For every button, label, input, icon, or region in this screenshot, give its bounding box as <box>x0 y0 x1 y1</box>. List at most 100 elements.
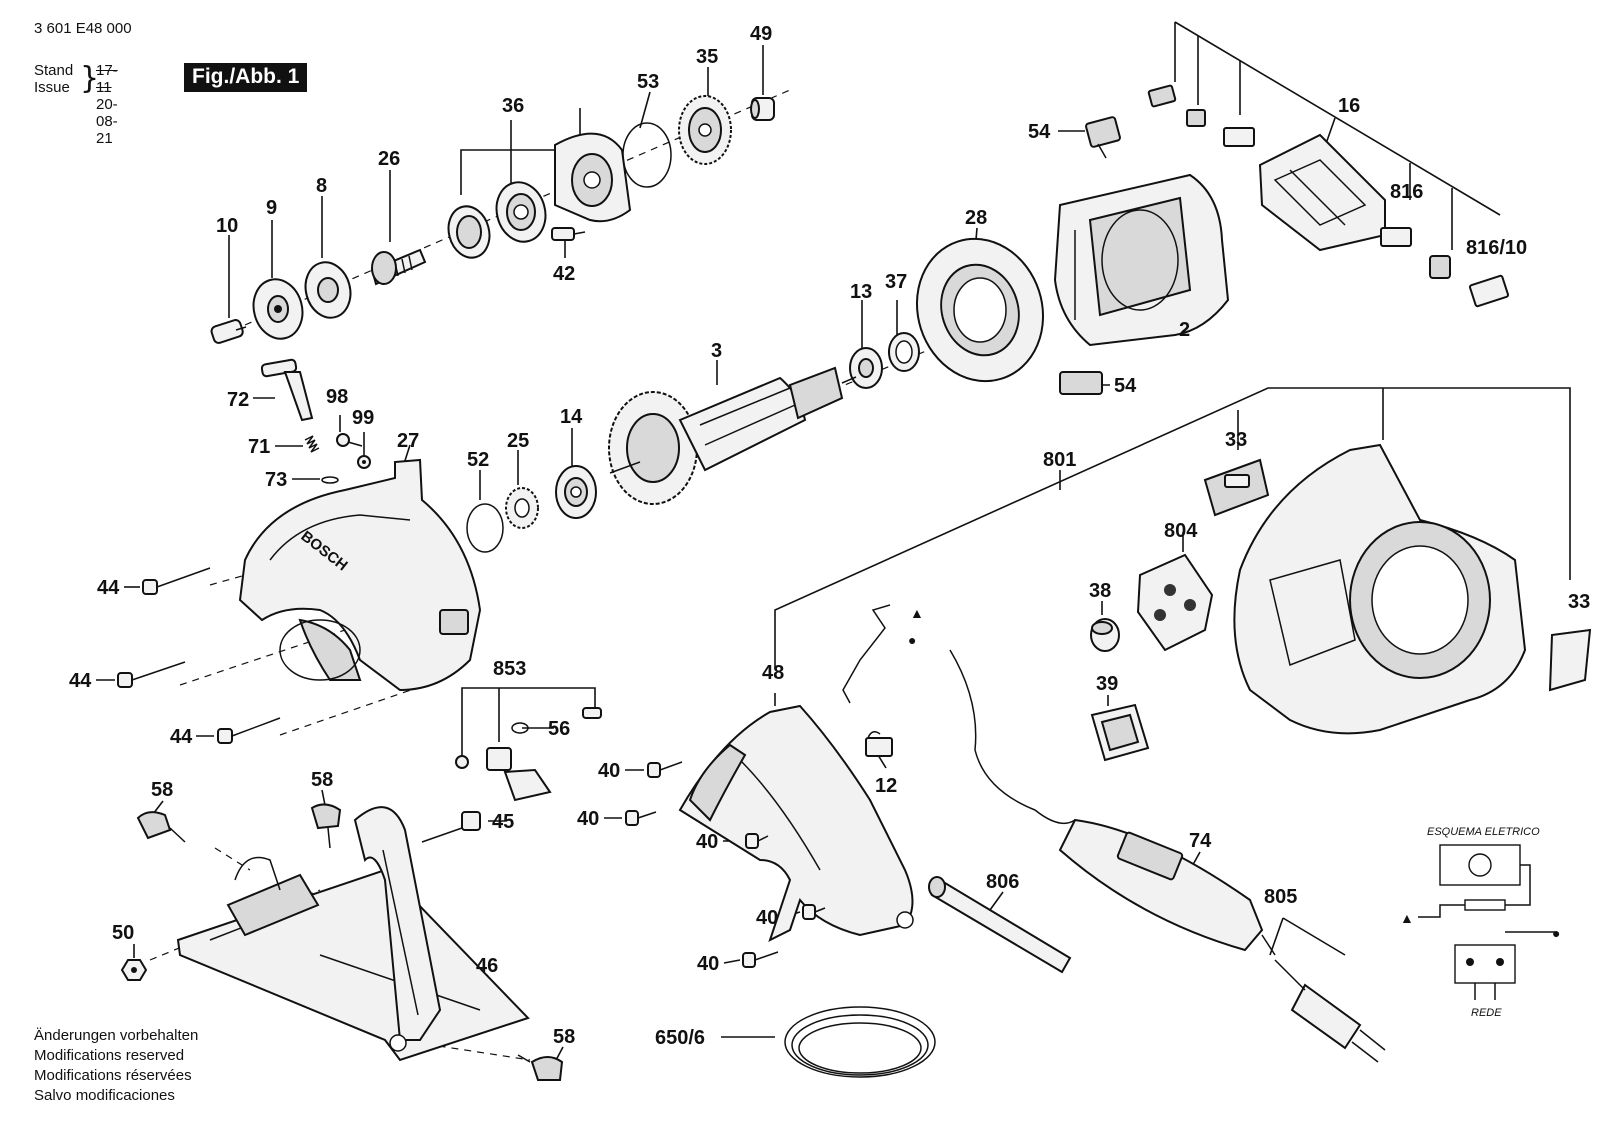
grommet-39-icon <box>1090 703 1150 762</box>
note-fr: Modifications réservées <box>34 1067 192 1084</box>
screw-40-icon <box>802 904 826 920</box>
callout-35: 35 <box>696 46 718 68</box>
depth-guide-arc-icon <box>353 806 442 1052</box>
bearing-36-icon <box>495 181 547 243</box>
modification-notes: Änderungen vorbehalten Modifications res… <box>34 1026 198 1106</box>
switch-cover-33-icon <box>1203 458 1270 517</box>
bushing-49-icon <box>750 97 775 121</box>
switch-clip-icon <box>1147 84 1255 147</box>
callout-49: 49 <box>750 23 772 45</box>
callout-10: 10 <box>216 215 238 237</box>
callout-38: 38 <box>1089 580 1111 602</box>
terminal-804-icon <box>1136 553 1214 652</box>
callout-805: 805 <box>1264 886 1297 908</box>
callout-56: 56 <box>548 718 570 740</box>
lock-pin-72-icon <box>260 358 314 422</box>
callout-8: 8 <box>316 175 327 197</box>
stand-label: Stand <box>34 62 74 79</box>
wire-spring-icon <box>842 604 891 704</box>
callout-816: 816 <box>1390 181 1423 203</box>
wiring-marker-triangle: ▲ <box>1400 910 1414 926</box>
brace-icon: } <box>80 61 100 96</box>
callout-58-middle: 58 <box>311 769 333 791</box>
thumb-screw-58-icon <box>310 803 342 849</box>
thumb-screw-58-icon <box>136 811 186 843</box>
callout-40-1: 40 <box>598 760 620 782</box>
spindle-26-icon <box>370 248 427 286</box>
needle-bearing-25-icon <box>505 487 539 529</box>
callout-2: 2 <box>1179 319 1190 341</box>
callout-44-middle: 44 <box>69 670 92 692</box>
spring-71-icon <box>304 435 320 453</box>
callout-74: 74 <box>1189 830 1212 852</box>
washer-56-icon <box>511 722 529 734</box>
callout-40-3: 40 <box>696 831 718 853</box>
callout-44-top: 44 <box>97 577 120 599</box>
callout-54-top: 54 <box>1028 121 1051 143</box>
brush-54-top-icon <box>1085 116 1121 159</box>
callout-48: 48 <box>762 662 784 684</box>
plug-805-icon <box>1274 959 1386 1063</box>
housing-801-icon <box>1233 443 1527 735</box>
callout-33-right: 33 <box>1568 591 1590 613</box>
flange-9-icon <box>252 278 304 340</box>
callout-16: 16 <box>1338 95 1360 117</box>
callout-9: 9 <box>266 197 277 219</box>
screw-10-icon <box>210 319 247 344</box>
callout-50: 50 <box>112 922 134 944</box>
cover-33-icon <box>1548 628 1592 692</box>
screw-40-icon <box>742 951 779 968</box>
callout-806: 806 <box>986 871 1019 893</box>
armature-3-icon <box>608 366 857 505</box>
callout-40-2: 40 <box>577 808 599 830</box>
callout-54-bottom: 54 <box>1114 375 1137 397</box>
bearing-seal-36-icon <box>447 205 491 259</box>
wiring-marker-dot: ● <box>1552 925 1560 941</box>
callout-98: 98 <box>326 386 348 408</box>
callout-27: 27 <box>397 430 419 452</box>
bolt-45-icon <box>421 811 481 843</box>
callout-40-5: 40 <box>697 953 719 975</box>
washer-99-icon <box>357 455 371 469</box>
capacitor-12-icon <box>865 731 893 757</box>
flange-8-icon <box>304 261 352 319</box>
air-guide-28-icon <box>915 237 1045 383</box>
gear-35-icon <box>678 95 732 165</box>
switch-816-10-icon <box>1429 255 1510 308</box>
callout-12: 12 <box>875 775 897 797</box>
figure-tag: Fig./Abb. 1 <box>184 63 308 92</box>
o-ring-53-icon <box>622 122 672 188</box>
callout-816-10: 816/10 <box>1466 237 1527 259</box>
wiring-title: ESQUEMA ELETRICO <box>1427 826 1540 838</box>
screw-42-icon <box>551 227 586 241</box>
callout-99: 99 <box>352 407 374 429</box>
cord-coil-650-6-icon <box>784 1006 936 1078</box>
screw-44-icon <box>142 567 211 595</box>
marker-dot: ● <box>908 632 916 648</box>
callout-853: 853 <box>493 658 526 680</box>
revision-block: Stand Issue } 17-11 20-08-21 <box>34 62 118 147</box>
callout-37: 37 <box>885 271 907 293</box>
screw-44-icon <box>217 717 281 744</box>
stand-old-date: 17-11 <box>96 62 118 96</box>
o-ring-52-icon <box>466 503 504 553</box>
sleeve-806-icon <box>928 876 1072 974</box>
screw-40-icon <box>745 833 769 849</box>
marker-triangle: ▲ <box>910 605 924 621</box>
handle-48-icon <box>678 704 914 942</box>
callout-58-bottom: 58 <box>553 1026 575 1048</box>
screw-40-icon <box>647 761 683 778</box>
callout-3: 3 <box>711 340 722 362</box>
callout-28: 28 <box>965 207 987 229</box>
screw-44-icon <box>117 661 186 688</box>
callout-801: 801 <box>1043 449 1076 471</box>
revision-dates: 17-11 20-08-21 <box>96 62 118 147</box>
stand-new-date: 20-08-21 <box>96 96 118 147</box>
nut-50-icon <box>120 959 148 981</box>
brush-54-bottom-icon <box>1059 371 1103 395</box>
document-number: 3 601 E48 000 <box>34 20 132 37</box>
thumb-screw-58-icon <box>517 1054 564 1081</box>
note-de: Änderungen vorbehalten <box>34 1027 199 1044</box>
callout-804: 804 <box>1164 520 1198 542</box>
